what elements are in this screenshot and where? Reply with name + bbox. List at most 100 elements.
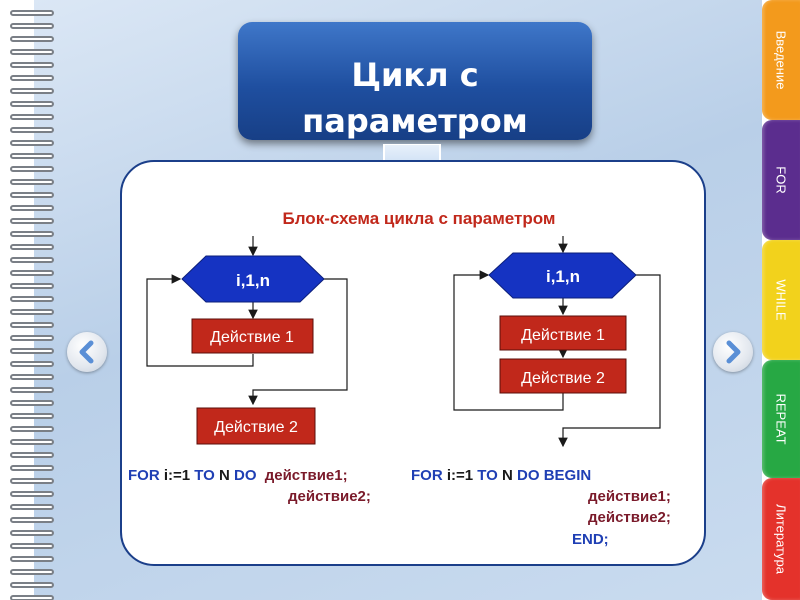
spiral-ring (10, 465, 54, 471)
spiral-ring (10, 556, 54, 562)
spiral-ring (10, 140, 54, 146)
left-action-2-label: Действие 2 (214, 419, 298, 436)
spiral-ring (10, 283, 54, 289)
spiral-ring (10, 491, 54, 497)
left-decision-label: i,1,n (236, 271, 270, 290)
spiral-ring (10, 309, 54, 315)
tab-literature[interactable]: Литература (762, 478, 800, 600)
keyword-to: TO (477, 467, 498, 484)
prev-slide-button[interactable] (67, 332, 107, 372)
keyword-do: DO (234, 467, 257, 484)
spiral-ring (10, 322, 54, 328)
spiral-ring (10, 413, 54, 419)
code-action-2: действие2; (288, 488, 371, 505)
keyword-to: TO (194, 467, 215, 484)
spiral-ring (10, 517, 54, 523)
chevron-left-icon (79, 340, 94, 364)
code-action-1: действие1; (588, 488, 671, 505)
right-code-line-3: действие2; (588, 509, 671, 526)
spiral-ring (10, 101, 54, 107)
spiral-ring (10, 348, 54, 354)
left-flowchart (146, 236, 348, 406)
code-action-1: действие1; (264, 467, 348, 484)
right-action-2: Действие 2 (499, 358, 627, 394)
right-code-line-1: FOR i:=1 TO N DO BEGIN (411, 467, 591, 484)
right-flowchart (453, 236, 661, 448)
spiral-ring (10, 452, 54, 458)
keyword-for: FOR (411, 467, 443, 484)
spiral-ring (10, 166, 54, 172)
spiral-ring (10, 296, 54, 302)
right-action-1-label: Действие 1 (521, 327, 605, 344)
spiral-ring (10, 88, 54, 94)
chevron-right-icon (726, 340, 741, 364)
keyword-end: END; (572, 531, 609, 548)
spiral-ring (10, 127, 54, 133)
spiral-ring (10, 36, 54, 42)
tab-while[interactable]: WHILE (762, 240, 800, 360)
right-decision: i,1,n (488, 252, 637, 299)
spiral-ring (10, 374, 54, 380)
right-action-1: Действие 1 (499, 315, 627, 351)
spiral-ring (10, 244, 54, 250)
tab-intro[interactable]: Введение (762, 0, 800, 120)
left-action-2: Действие 2 (196, 407, 316, 445)
tab-intro-label: Введение (773, 30, 789, 90)
spiral-ring (10, 23, 54, 29)
side-tab-bar: Введение FOR WHILE REPEAT Литература (762, 0, 800, 600)
spiral-ring (10, 478, 54, 484)
code-action-2: действие2; (588, 509, 671, 526)
spiral-ring (10, 179, 54, 185)
spiral-ring (10, 582, 54, 588)
tab-repeat[interactable]: REPEAT (762, 360, 800, 478)
spiral-ring (10, 114, 54, 120)
tab-repeat-label: REPEAT (773, 393, 789, 445)
spiral-ring (10, 257, 54, 263)
tab-for[interactable]: FOR (762, 120, 800, 240)
right-code-line-2: действие1; (588, 488, 671, 505)
right-loop-return (453, 270, 564, 411)
spiral-ring (10, 530, 54, 536)
right-exit-path (558, 274, 661, 448)
notebook-spiral (0, 0, 56, 600)
spiral-ring (10, 218, 54, 224)
spiral-ring (10, 439, 54, 445)
right-code-line-4: END; (572, 531, 609, 548)
slide-title-box: Цикл с параметром (238, 22, 592, 140)
spiral-ring (10, 75, 54, 81)
spiral-ring (10, 335, 54, 341)
spiral-ring (10, 270, 54, 276)
keyword-begin: BEGIN (543, 467, 592, 484)
title-line-1: Цикл с (351, 56, 479, 94)
spiral-ring (10, 504, 54, 510)
left-loop-return (146, 274, 254, 367)
spiral-ring (10, 49, 54, 55)
tab-for-label: FOR (773, 166, 789, 194)
next-slide-button[interactable] (713, 332, 753, 372)
left-code-line-2: действие2; (288, 488, 371, 505)
spiral-ring (10, 569, 54, 575)
spiral-ring (10, 543, 54, 549)
diagram-heading: Блок-схема цикла с параметром (283, 209, 556, 228)
left-exit-path (248, 278, 348, 406)
tab-while-label: WHILE (773, 279, 789, 321)
keyword-for: FOR (128, 467, 160, 484)
spiral-ring (10, 205, 54, 211)
spiral-ring (10, 426, 54, 432)
loop-limit: N (502, 467, 513, 484)
keyword-do: DO (517, 467, 540, 484)
loop-var-assign: i:=1 (446, 467, 474, 484)
spiral-ring (10, 10, 54, 16)
left-action-1-label: Действие 1 (210, 329, 294, 346)
spiral-ring (10, 192, 54, 198)
spiral-ring (10, 153, 54, 159)
left-action-1: Действие 1 (191, 318, 314, 354)
right-action-2-label: Действие 2 (521, 370, 605, 387)
loop-limit: N (219, 467, 230, 484)
spiral-ring (10, 400, 54, 406)
title-line-2: параметром (302, 102, 528, 140)
left-decision: i,1,n (181, 255, 325, 303)
spiral-ring (10, 387, 54, 393)
loop-var-assign: i:=1 (163, 467, 191, 484)
